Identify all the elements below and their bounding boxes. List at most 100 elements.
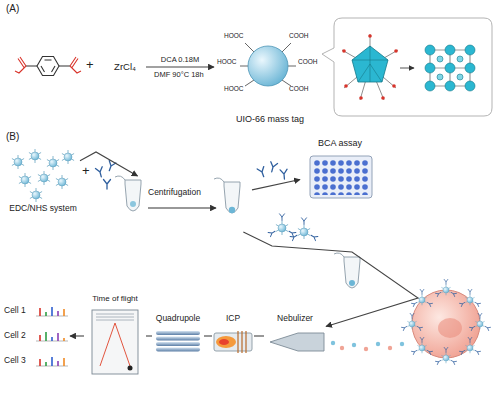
art-part: [437, 56, 443, 62]
conjugated-bead: [460, 289, 481, 306]
mass-tag-bead: [62, 150, 74, 164]
node-text: Centrifugation: [148, 188, 201, 198]
functional-group: COOH: [289, 86, 309, 93]
art-part: [465, 81, 475, 91]
art-part: [394, 49, 398, 53]
labelled-cell: [402, 279, 491, 364]
mass-tag-bead: [19, 173, 31, 187]
functional-group: HOOC: [224, 86, 244, 93]
flow-arrow: [80, 152, 138, 176]
conjugated-bead: [290, 218, 318, 241]
antibody: [104, 180, 111, 190]
tof-chamber: [92, 310, 138, 374]
node-text: ZrCl₄: [114, 62, 136, 73]
conjugated-bead: [412, 337, 433, 354]
centrifuge-tube: [214, 178, 240, 213]
art-part: [457, 56, 463, 62]
art-part: [425, 81, 435, 91]
cluster-edge: [352, 46, 388, 82]
functional-group: HOOC: [224, 33, 244, 40]
functional-group: HOOC: [217, 59, 237, 66]
node-text: Nebulizer: [277, 314, 313, 324]
antibody: [280, 169, 288, 179]
cell-body: [412, 290, 480, 358]
art-part: [39, 308, 41, 366]
flow-arrow: [146, 335, 152, 336]
reflectron: [96, 314, 134, 320]
reaction-condition: DMF 90°C 18h: [154, 71, 204, 79]
rf-coil: [238, 331, 246, 353]
lattice-link: [430, 50, 470, 86]
zr-cluster: [352, 46, 388, 82]
art-part: [45, 312, 47, 366]
quadrupole-part: Quadrupole: [152, 314, 204, 358]
bead-group: EDC/NHS system: [6, 148, 80, 214]
panel-letter: (B): [6, 132, 19, 142]
conjugated-bead: [402, 313, 423, 330]
functional-group: COOH: [298, 59, 318, 66]
node-text: Cell 2: [4, 331, 26, 341]
art-part: [340, 346, 344, 350]
plate-wells: [313, 159, 369, 195]
panel-letter: (A): [6, 4, 19, 14]
node-text: UIO-66 mass tag: [236, 114, 304, 124]
node-text: Cell 1: [4, 306, 26, 316]
node-text: Quadrupole: [156, 314, 200, 324]
art-part: [57, 311, 59, 366]
art-part: [437, 74, 443, 80]
art-part: [457, 74, 463, 80]
antibody: [268, 162, 277, 173]
mass-tag-bead: [29, 149, 41, 163]
sample-tube: [334, 253, 360, 288]
reagent-label: ZrCl₄: [104, 58, 146, 76]
tube-content: [349, 280, 355, 286]
callout-bubble: [322, 18, 492, 116]
ring-bonds: [41, 60, 55, 72]
art-part: [445, 45, 455, 55]
icp-torch: [214, 331, 252, 353]
centrifugation-arrow: [148, 207, 216, 208]
assay-plate: BCA assay: [300, 138, 380, 204]
terephthalic-acid: [15, 57, 81, 76]
art-part: [445, 81, 455, 91]
plus-sign: +: [86, 58, 94, 71]
droplet-stream: [331, 341, 404, 351]
node-text: EDC/NHS system: [9, 204, 77, 214]
conjugated-bead: [460, 337, 481, 354]
tube-content: [130, 201, 136, 207]
carboxyl-bond: [15, 57, 81, 73]
art-part: [344, 84, 348, 88]
art-part: [331, 341, 335, 345]
node-text: Cell 3: [4, 356, 26, 366]
mof-sphere: [248, 46, 288, 86]
art-part: [368, 34, 372, 38]
inset-arrow: [400, 68, 414, 69]
reaction-tube: [115, 176, 141, 211]
art-part: [425, 45, 435, 55]
art-part: [63, 309, 65, 366]
free-antibodies: [257, 162, 288, 180]
plasma-core: [219, 339, 229, 345]
antibodies: [95, 161, 115, 189]
art-part: [425, 63, 435, 73]
detector: [128, 366, 133, 371]
node-text: BCA assay: [318, 138, 362, 148]
tof-analyzer: Time of flight: [84, 294, 146, 378]
mass-tag-bead: [56, 175, 68, 189]
cell-nucleus: [438, 318, 462, 338]
mass-tag-bead: [47, 156, 59, 170]
flight-tube: [92, 310, 138, 374]
art-part: [388, 346, 392, 350]
flow-arrow: [204, 335, 212, 336]
conjugated-bead: [412, 289, 433, 306]
functional-group: COOH: [289, 33, 309, 40]
art-part: [156, 342, 200, 346]
quadrupole-rods: [156, 331, 200, 352]
art-part: [465, 45, 475, 55]
mass-spectra: [36, 307, 68, 366]
art-part: [465, 63, 475, 73]
art-part: [342, 49, 346, 53]
